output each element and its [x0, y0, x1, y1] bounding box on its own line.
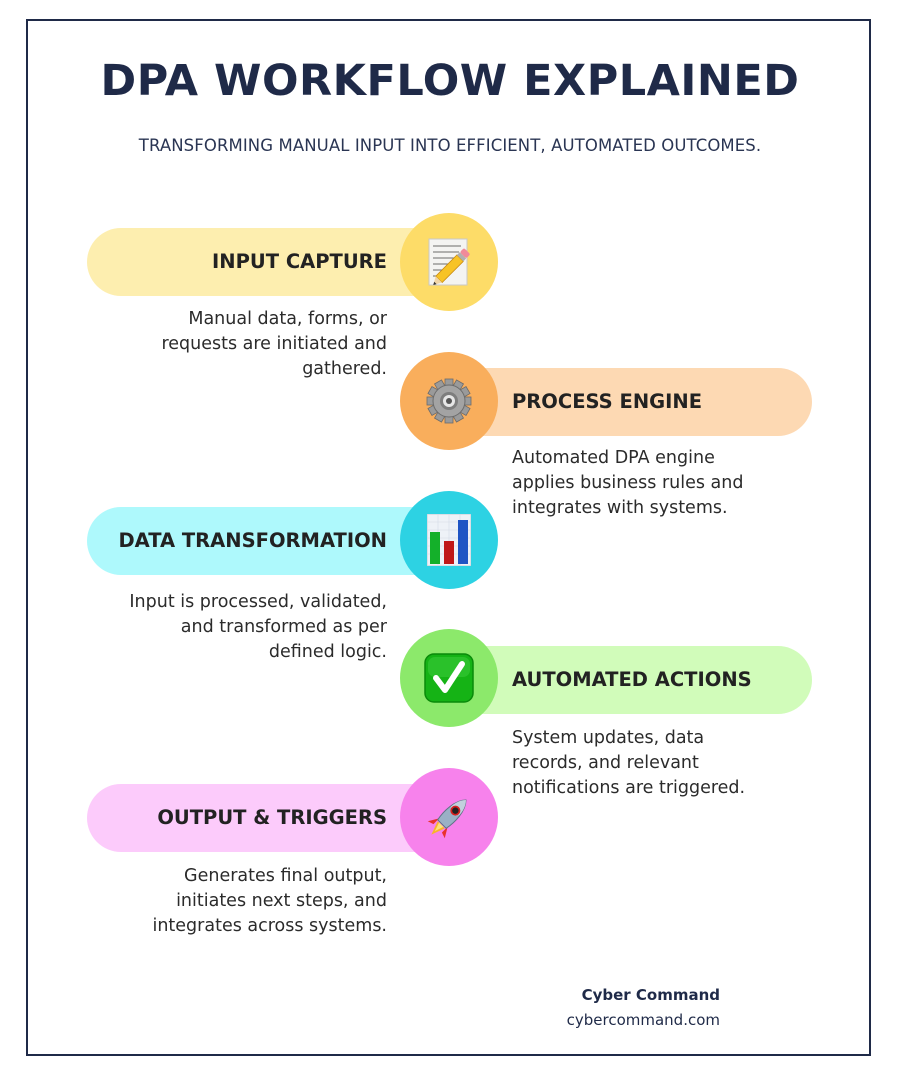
step-circle-output-triggers	[400, 768, 498, 866]
step-label: DATA TRANSFORMATION	[118, 529, 387, 552]
step-circle-automated-actions	[400, 629, 498, 727]
check-mark-icon	[424, 653, 474, 703]
step-label: AUTOMATED ACTIONS	[512, 668, 752, 691]
step-description-process-engine: Automated DPA engine applies business ru…	[512, 448, 744, 518]
page-title: DPA WORKFLOW EXPLAINED	[100, 56, 800, 106]
step-circle-process-engine	[400, 352, 498, 450]
step-label: INPUT CAPTURE	[212, 250, 387, 273]
step-description-automated-actions: System updates, data records, and releva…	[512, 728, 746, 798]
memo-pencil-icon	[426, 237, 472, 287]
step-description-output-triggers: Generates final output, initiates next s…	[152, 866, 387, 936]
step-circle-data-transformation	[400, 491, 498, 589]
rocket-icon	[423, 791, 475, 843]
page-subtitle: TRANSFORMING MANUAL INPUT INTO EFFICIENT…	[138, 136, 762, 155]
gear-icon	[424, 376, 474, 426]
step-label: PROCESS ENGINE	[512, 390, 703, 413]
footer-url[interactable]: cybercommand.com	[566, 1011, 720, 1029]
step-circle-input-capture	[400, 213, 498, 311]
step-description-input-capture: Manual data, forms, or requests are init…	[161, 309, 387, 379]
footer-brand: Cyber Command	[581, 986, 720, 1004]
step-label: OUTPUT & TRIGGERS	[157, 806, 387, 829]
bar-chart-icon	[427, 514, 471, 566]
step-description-data-transformation: Input is processed, validated, and trans…	[129, 592, 387, 662]
